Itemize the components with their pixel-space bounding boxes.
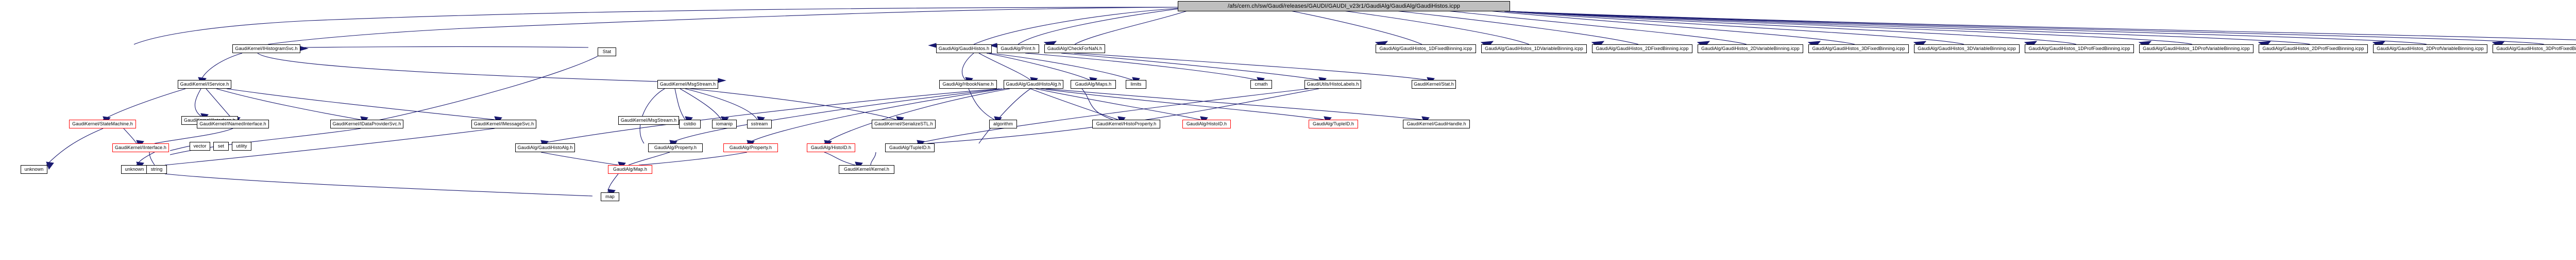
graph-node[interactable]: GaudiKernel/MsgStream.h — [618, 116, 679, 125]
graph-node[interactable]: GaudiKernel/IDataProviderSvc.h — [330, 120, 403, 128]
graph-node[interactable]: GaudiAlg/GaudiHistoAlg.h — [515, 143, 575, 152]
graph-node[interactable]: GaudiAlg/TupleID.h — [1309, 120, 1358, 128]
graph-node[interactable]: unknown — [21, 165, 47, 174]
graph-node[interactable]: GaudiKernel/IHistogramSvc.h — [232, 44, 300, 53]
graph-node[interactable]: sstream — [747, 120, 772, 128]
graph-node[interactable]: cmath — [1250, 80, 1272, 89]
graph-node[interactable]: GaudiAlg/GaudiHistos_3DVariableBinning.i… — [1914, 44, 2020, 53]
graph-node[interactable]: GaudiAlg/Property.h — [648, 143, 703, 152]
graph-node[interactable]: vector — [190, 142, 210, 151]
graph-node[interactable]: GaudiAlg/Property.h — [723, 143, 778, 152]
graph-node[interactable]: GaudiKernel/INamedInterface.h — [197, 120, 269, 128]
graph-node[interactable]: GaudiAlg/GaudiHistos_2DProfFixedBinning.… — [2259, 44, 2368, 53]
graph-node[interactable]: GaudiAlg/HistoID.h — [1182, 120, 1231, 128]
graph-node[interactable]: GaudiAlg/GaudiHistos_1DFixedBinning.icpp — [1376, 44, 1476, 53]
graph-node[interactable]: cstdio — [679, 120, 701, 128]
graph-node[interactable]: GaudiAlg/GaudiHistos_2DFixedBinning.icpp — [1592, 44, 1692, 53]
graph-node[interactable]: GaudiAlg/HbookName.h — [939, 80, 997, 89]
graph-node[interactable]: GaudiKernel/Kernel.h — [839, 165, 894, 174]
graph-node[interactable]: unknown — [121, 165, 148, 174]
graph-node[interactable]: GaudiAlg/GaudiHistos_1DVariableBinning.i… — [1481, 44, 1587, 53]
graph-node[interactable]: algorithm — [989, 120, 1017, 128]
graph-node[interactable]: GaudiAlg/GaudiHistos_2DVariableBinning.i… — [1698, 44, 1803, 53]
edge-group — [46, 7, 2576, 197]
graph-node[interactable]: GaudiKernel/IMessageSvc.h — [471, 120, 536, 128]
graph-node[interactable]: string — [146, 165, 167, 174]
graph-node[interactable]: set — [213, 142, 229, 151]
graph-node[interactable]: GaudiAlg/Map.h — [608, 165, 652, 174]
graph-node[interactable]: limits — [1126, 80, 1146, 89]
graph-node[interactable]: GaudiKernel/SerializeSTL.h — [872, 120, 936, 128]
graph-node[interactable]: GaudiKernel/StateMachine.h — [69, 120, 136, 128]
graph-node[interactable]: GaudiKernel/Stat.h — [1412, 80, 1456, 89]
graph-node[interactable]: Stat — [598, 47, 616, 56]
graph-node[interactable]: GaudiKernel/MsgStream.h — [657, 80, 718, 89]
graph-node[interactable]: GaudiKernel/HistoProperty.h — [1092, 120, 1160, 128]
graph-node[interactable]: utility — [232, 142, 251, 151]
graph-node[interactable]: iomanip — [712, 120, 737, 128]
graph-node[interactable]: GaudiAlg/HistoID.h — [807, 143, 855, 152]
graph-node[interactable]: GaudiAlg/Print.h — [997, 44, 1039, 53]
graph-node[interactable]: GaudiKernel/IInterface.h — [112, 143, 169, 152]
graph-node[interactable]: GaudiAlg/GaudiHistos_3DProfFixedBinning.… — [2493, 44, 2576, 53]
graph-root-node[interactable]: /afs/cern.ch/sw/Gaudi/releases/GAUDI/GAU… — [1178, 1, 1510, 11]
graph-node[interactable]: GaudiKernel/GaudiHandle.h — [1403, 120, 1470, 128]
graph-node[interactable]: GaudiAlg/GaudiHistos_3DFixedBinning.icpp — [1808, 44, 1909, 53]
graph-node[interactable]: GaudiAlg/Maps.h — [1071, 80, 1116, 89]
graph-node[interactable]: GaudiAlg/GaudiHistos_1DProfVariableBinni… — [2139, 44, 2253, 53]
graph-node[interactable]: GaudiAlg/GaudiHistos_2DProfVariableBinni… — [2373, 44, 2487, 53]
graph-node[interactable]: GaudiAlg/GaudiHistos.h — [936, 44, 992, 53]
graph-node[interactable]: GaudiUtils/HistoLabels.h — [1304, 80, 1361, 89]
graph-node[interactable]: GaudiAlg/TupleID.h — [885, 143, 935, 152]
graph-node[interactable]: GaudiKernel/IService.h — [178, 80, 231, 89]
arrowhead-group — [46, 41, 2505, 198]
graph-node[interactable]: GaudiAlg/GaudiHistos_1DProfFixedBinning.… — [2025, 44, 2134, 53]
graph-node[interactable]: map — [601, 192, 619, 201]
graph-node[interactable]: GaudiAlg/CheckForNaN.h — [1044, 44, 1105, 53]
graph-node[interactable]: GaudiAlg/GaudiHistoAlg.h — [1004, 80, 1063, 89]
